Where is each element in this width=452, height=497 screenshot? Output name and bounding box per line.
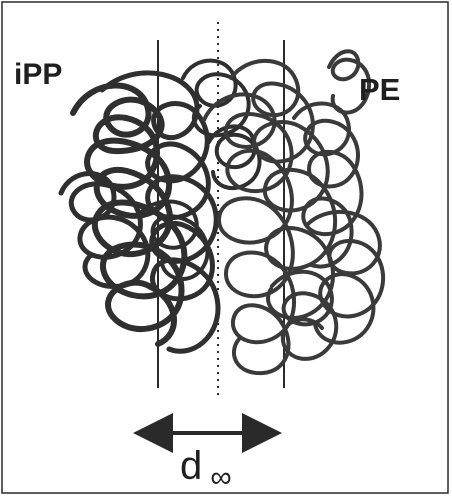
pe-chain-cluster xyxy=(202,49,386,376)
width-subscript: ∞ xyxy=(210,461,232,494)
ipp-chain-cluster xyxy=(58,58,262,354)
interface-width-label: d∞ xyxy=(180,444,232,493)
pe-label: PE xyxy=(359,72,401,107)
width-symbol: d xyxy=(180,444,203,488)
ipp-label: iPP xyxy=(14,58,63,91)
